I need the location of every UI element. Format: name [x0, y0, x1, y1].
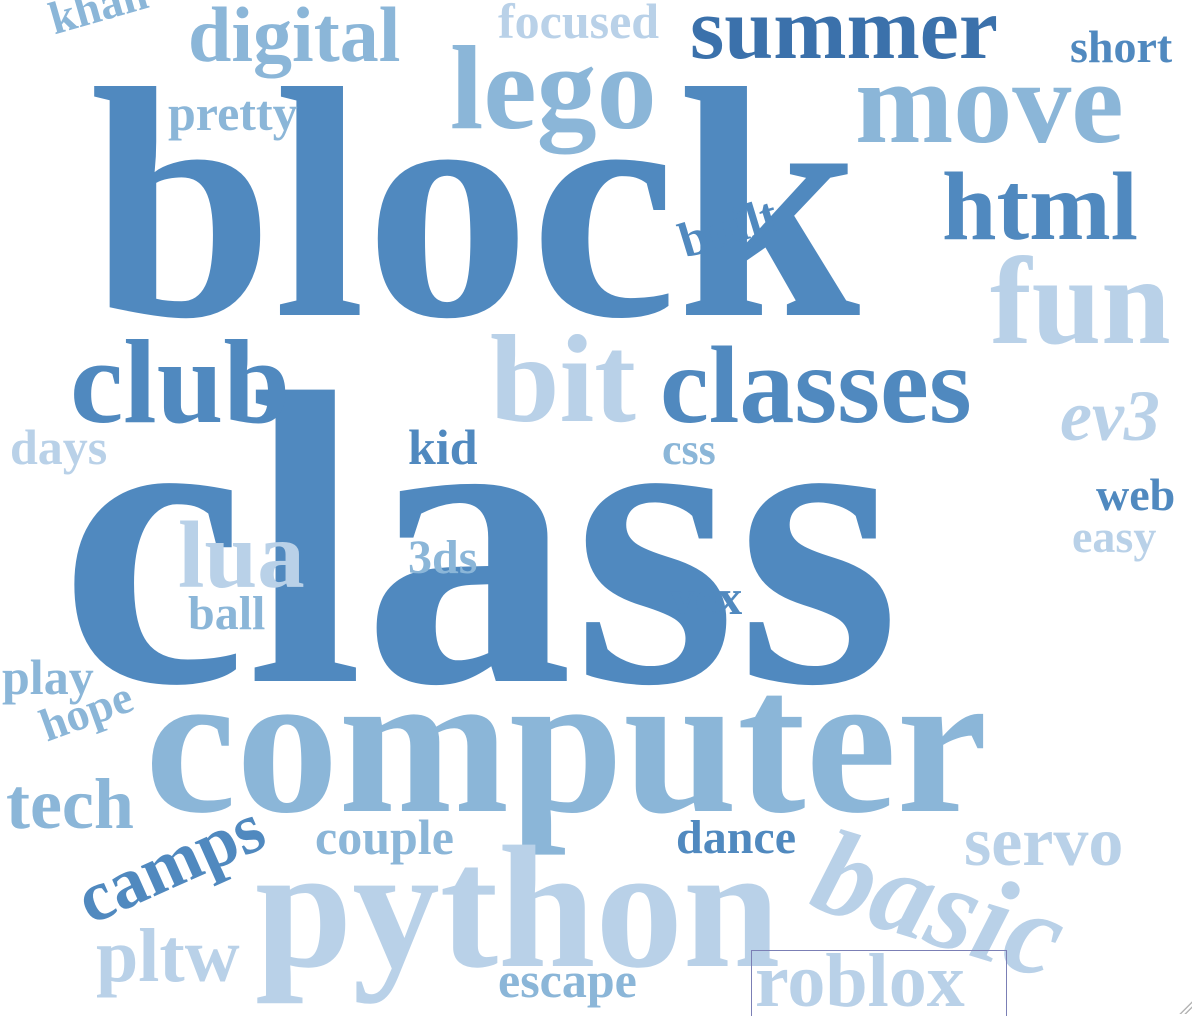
resize-grip-icon[interactable]	[1178, 1000, 1192, 1014]
word-tech: tech	[6, 764, 134, 844]
word-roblox[interactable]: roblox	[755, 939, 965, 1016]
word-short: short	[1070, 21, 1173, 72]
word-days: days	[10, 419, 108, 475]
word-python: python	[255, 810, 781, 1004]
word-block: block	[90, 22, 861, 387]
word-kid: kid	[408, 419, 478, 475]
word-couple: couple	[315, 809, 454, 865]
word-lua: lua	[178, 502, 305, 608]
word-pltw: pltw	[96, 914, 240, 998]
word-fun: fun	[990, 233, 1171, 371]
word-servo: servo	[964, 804, 1124, 881]
word-3ds: 3ds	[408, 531, 478, 584]
word-digital: digital	[188, 0, 401, 78]
word-html: html	[942, 153, 1138, 261]
word-easy: easy	[1072, 511, 1157, 562]
word-play: play	[2, 649, 94, 705]
word-web: web	[1096, 469, 1176, 520]
word-focused: focused	[498, 0, 660, 49]
word-summer: summer	[690, 0, 998, 78]
word-escape: escape	[498, 952, 637, 1008]
word-classes: classes	[660, 324, 972, 446]
selection-box[interactable]: roblox	[751, 943, 1007, 1016]
word-ev3: ev3	[1060, 376, 1160, 456]
word-class: class	[60, 307, 900, 772]
word-move: move	[855, 37, 1124, 168]
word-dance: dance	[676, 811, 796, 864]
word-vex: vex	[670, 569, 743, 625]
word-bit: bit	[490, 311, 636, 449]
word-club: club	[70, 315, 291, 448]
word-pretty: pretty	[168, 85, 298, 141]
word-computer: computer	[145, 629, 988, 856]
word-lego: lego	[450, 21, 657, 154]
word-ball: ball	[188, 587, 266, 640]
word-css: css	[662, 425, 716, 474]
